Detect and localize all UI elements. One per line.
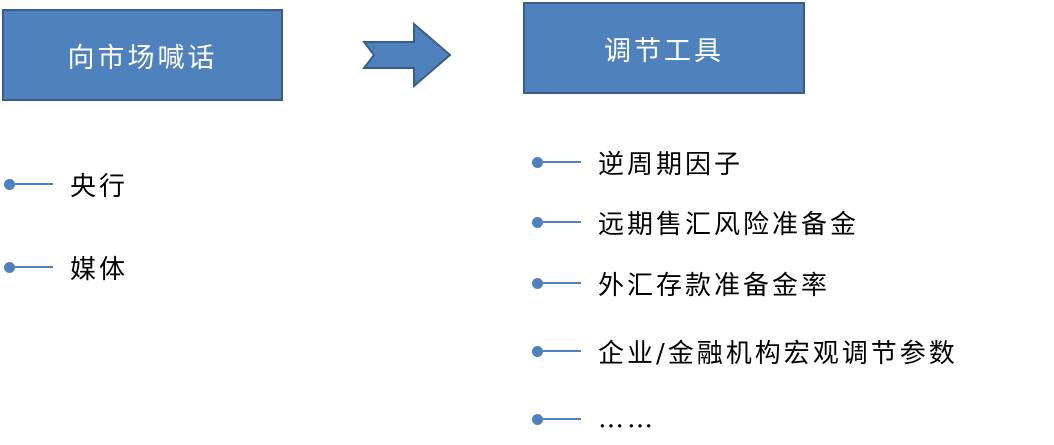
- bullet-connector: [15, 183, 53, 185]
- bullet-connector: [543, 282, 581, 284]
- adjustment-tools-box: 调节工具: [523, 2, 805, 94]
- list-item-ellipsis: ……: [532, 402, 656, 436]
- bullet-connector: [15, 266, 53, 268]
- bullet-dot-icon: [532, 345, 543, 357]
- bullet-connector: [543, 161, 581, 163]
- list-item-fx-risk-reserve: 远期售汇风险准备金: [532, 205, 860, 240]
- list-item-label: 逆周期因子: [598, 149, 744, 180]
- adjustment-tools-title: 调节工具: [604, 35, 724, 67]
- bullet-dot-icon: [4, 178, 15, 190]
- list-item-label: 远期售汇风险准备金: [598, 209, 860, 240]
- list-item-countercyclical-factor: 逆周期因子: [532, 145, 744, 180]
- bullet-dot-icon: [532, 277, 543, 289]
- bullet-dot-icon: [532, 156, 543, 168]
- bullet-connector: [543, 418, 581, 420]
- market-signaling-box: 向市场喊话: [2, 9, 283, 101]
- list-item-central-bank: 央行: [4, 167, 129, 202]
- right-arrow-icon: [362, 22, 452, 88]
- list-item-macro-adjustment-parameter: 企业/金融机构宏观调节参数: [532, 334, 958, 369]
- bullet-dot-icon: [532, 413, 543, 425]
- list-item-label: ……: [598, 404, 656, 434]
- bullet-connector: [543, 350, 581, 352]
- market-signaling-title: 向市场喊话: [67, 42, 218, 74]
- list-item-label: 企业/金融机构宏观调节参数: [598, 338, 958, 369]
- list-item-label: 外汇存款准备金率: [598, 270, 831, 301]
- list-item-label: 央行: [70, 171, 129, 202]
- list-item-label: 媒体: [70, 254, 129, 285]
- bullet-connector: [543, 221, 581, 223]
- list-item-fx-deposit-reserve-ratio: 外汇存款准备金率: [532, 266, 831, 301]
- bullet-dot-icon: [532, 216, 543, 228]
- list-item-media: 媒体: [4, 250, 129, 285]
- bullet-dot-icon: [4, 261, 15, 273]
